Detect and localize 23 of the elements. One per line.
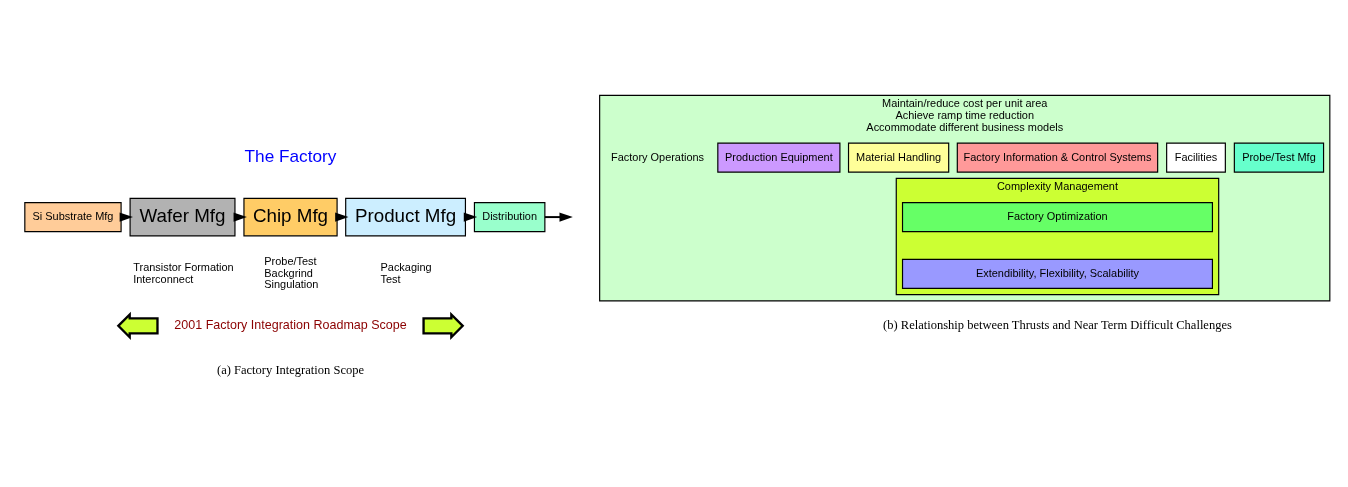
- node-label: Packaging: [380, 260, 432, 273]
- label: The Factory: [244, 145, 337, 166]
- node-label: Backgrind: [264, 266, 313, 279]
- node-label: Test: [380, 272, 401, 285]
- label: Factory Operations: [611, 150, 705, 163]
- node-label: Transistor Formation: [133, 260, 234, 273]
- label: 2001 Factory Integration Roadmap Scope: [174, 317, 407, 332]
- node-box: Distribution: [473, 202, 546, 233]
- label: (b) Relationship between Thrusts and Near Term Difficult Challenges: [883, 317, 1232, 332]
- node-box: Factory Optimization: [901, 202, 1213, 233]
- node-label: Interconnect: [133, 272, 194, 285]
- node-box: Probe/Test Mfg: [1233, 142, 1325, 173]
- node-box: Extendibility, Flexibility, Scalability: [901, 258, 1213, 289]
- node-box: Production Equipment: [717, 142, 841, 173]
- node-box: Material Handling: [847, 142, 950, 173]
- node-label: Probe/Test: [264, 254, 317, 267]
- node-label: Singulation: [264, 278, 319, 291]
- node-arrow: [116, 311, 159, 341]
- node-box: Facilities: [1166, 142, 1226, 173]
- node-box: Factory Information & Control Systems: [956, 142, 1159, 173]
- node-arrow: [422, 311, 465, 341]
- arrow: [543, 212, 573, 222]
- label: (a) Factory Integration Scope: [217, 363, 365, 378]
